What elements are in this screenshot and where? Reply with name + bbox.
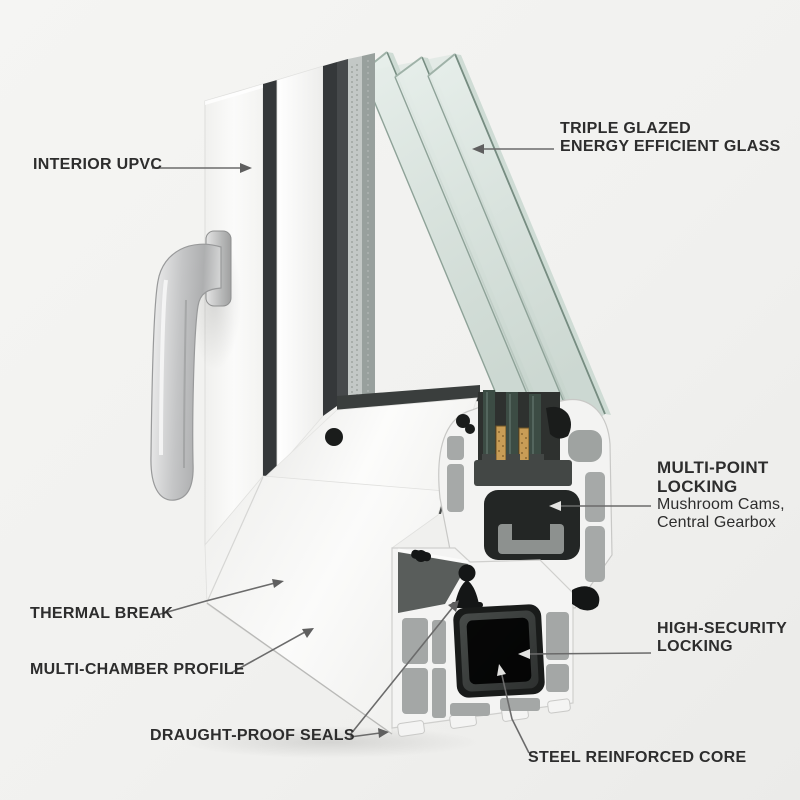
label-text: LOCKING (657, 637, 733, 655)
window-handle (150, 230, 241, 501)
label-steel-reinforced-core: STEEL REINFORCED CORE (528, 749, 746, 767)
triple-glazing-panes (361, 51, 611, 438)
arrow-triple-glazed (472, 144, 484, 154)
arrow-high-security (518, 649, 530, 659)
frame-dark-edge-1 (263, 80, 277, 477)
label-multi-chamber-profile: MULTI-CHAMBER PROFILE (30, 661, 245, 679)
label-text: DRAUGHT-PROOF SEALS (150, 727, 355, 744)
label-text: MULTI-POINT (657, 458, 769, 477)
label-triple-glazed: TRIPLE GLAZED ENERGY EFFICIENT GLASS (560, 120, 781, 156)
glass-edge-cut-2 (506, 392, 518, 466)
spacer-bar-1 (495, 425, 507, 465)
sash-column (276, 65, 324, 471)
glazing-bed (474, 460, 572, 486)
leader-arrowheads (240, 144, 561, 738)
leader-draught-1 (349, 732, 381, 738)
arrow-steel-core (497, 664, 506, 676)
label-text: THERMAL BREAK (30, 605, 174, 622)
arrow-thermal-break (272, 579, 284, 588)
glass-edge-cut-3 (529, 394, 541, 466)
leader-steel-core (500, 670, 530, 754)
arrow-interior-upvc (240, 163, 252, 173)
handle-lever (150, 243, 222, 501)
steel-reinforced-core (453, 604, 545, 698)
frame-dark-edge-2 (323, 62, 337, 416)
glass-pane-3 (427, 53, 611, 437)
frame-cross-section (391, 547, 600, 737)
label-text: INTERIOR UPVC (33, 156, 163, 173)
label-text: MULTI-CHAMBER PROFILE (30, 661, 245, 678)
label-text: STEEL REINFORCED CORE (528, 749, 747, 766)
label-text: ENERGY EFFICIENT GLASS (560, 137, 781, 155)
glazing-edge-stack (337, 53, 375, 410)
label-text: TRIPLE GLAZED (560, 120, 692, 137)
label-thermal-break: THERMAL BREAK (30, 605, 173, 623)
rebate-channel (398, 552, 468, 613)
glass-pane-2 (394, 56, 578, 438)
label-text: Central Gearbox (657, 513, 776, 531)
arrow-multi-chamber (302, 628, 314, 638)
label-text: LOCKING (657, 477, 738, 497)
arrow-draught-2 (448, 600, 459, 612)
glass-edge-cut-1 (483, 390, 495, 466)
glazing-groove (337, 385, 480, 412)
leader-high-security (528, 652, 652, 655)
leader-thermal-break (156, 582, 276, 616)
leader-multi-chamber (230, 631, 306, 674)
arrow-draught-1 (378, 728, 389, 738)
label-multi-point-locking: MULTI-POINT LOCKING Mushroom Cams, Centr… (657, 458, 785, 532)
label-draught-proof-seals: DRAUGHT-PROOF SEALS (150, 727, 355, 745)
spacer-desiccant-dots (498, 431, 527, 459)
draught-seal-mushroom (451, 564, 483, 608)
glazing-gaskets (456, 406, 571, 439)
label-text: Mushroom Cams, (657, 496, 785, 514)
label-interior-upvc: INTERIOR UPVC (33, 156, 162, 174)
label-text: HIGH-SECURITY (657, 620, 788, 637)
frame-chambers-left (402, 618, 446, 718)
label-high-security-locking: HIGH-SECURITY LOCKING (657, 620, 787, 656)
gasket-end-seal (325, 428, 343, 446)
sill-crease-line (206, 476, 264, 603)
draught-seal-clip (411, 549, 432, 562)
frame-top-right-seal (572, 586, 600, 611)
arrow-multi-point (549, 501, 561, 511)
frame-bottom-edge (206, 602, 393, 735)
leader-draught-2 (349, 606, 454, 736)
leader-lines (152, 148, 652, 754)
